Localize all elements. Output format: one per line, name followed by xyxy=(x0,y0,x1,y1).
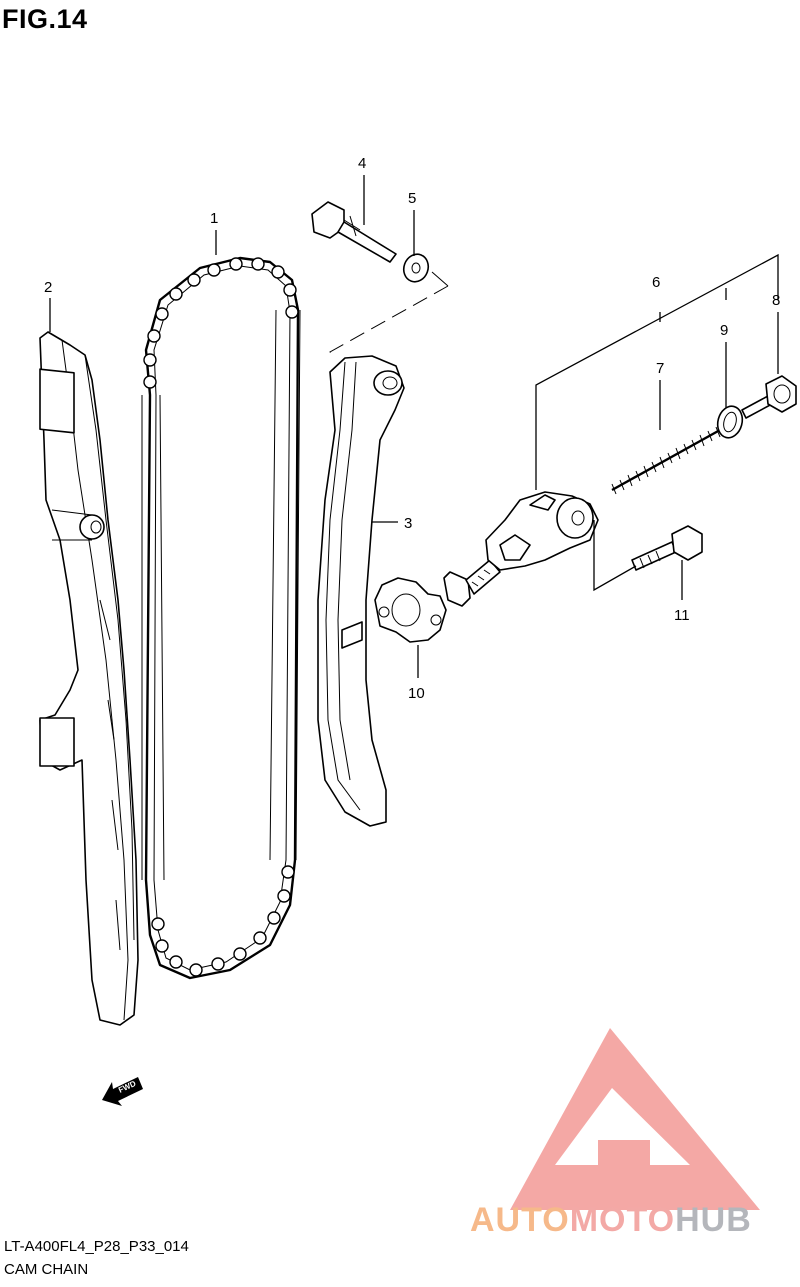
callout-9: 9 xyxy=(720,322,728,339)
chain-guide-part-2 xyxy=(39,331,139,1026)
callout-6: 6 xyxy=(652,274,660,291)
figure-code: LT-A400FL4_P28_P33_014 xyxy=(4,1238,189,1255)
callout-7: 7 xyxy=(656,360,664,377)
callout-labels: 1 2 3 4 5 6 7 8 9 10 11 xyxy=(44,155,780,702)
gasket-part-10 xyxy=(374,577,447,643)
fwd-arrow-icon: FWD xyxy=(102,1077,143,1106)
watermark-logo-icon xyxy=(510,1028,760,1210)
callout-2: 2 xyxy=(44,279,52,296)
callout-5: 5 xyxy=(408,190,416,207)
spring-part-7 xyxy=(611,426,721,495)
watermark-auto: AUTO xyxy=(470,1201,570,1239)
callout-3: 3 xyxy=(404,515,412,532)
figure-title: FIG.14 xyxy=(2,4,88,34)
tensioner-adjuster-part-6 xyxy=(443,491,599,607)
watermark-hub: HUB xyxy=(675,1201,752,1239)
o-ring-part-9 xyxy=(716,405,744,439)
cap-bolt-part-8 xyxy=(741,375,797,419)
bolt-part-4 xyxy=(311,201,397,263)
callout-1: 1 xyxy=(210,210,218,227)
tensioner-guide-part-3 xyxy=(317,355,405,827)
cam-chain-part-1 xyxy=(141,256,301,980)
washer-part-5 xyxy=(402,253,430,283)
leader-lines xyxy=(49,175,779,678)
callout-8: 8 xyxy=(772,292,780,309)
callout-4: 4 xyxy=(358,155,366,172)
watermark-moto: MOTO xyxy=(569,1201,676,1239)
figure-name: CAM CHAIN xyxy=(4,1261,89,1278)
callout-10: 10 xyxy=(408,685,425,702)
watermark-text: AUTOMOTOHUB xyxy=(470,1201,752,1240)
callout-11: 11 xyxy=(674,607,690,624)
bolt-part-11 xyxy=(631,525,703,571)
